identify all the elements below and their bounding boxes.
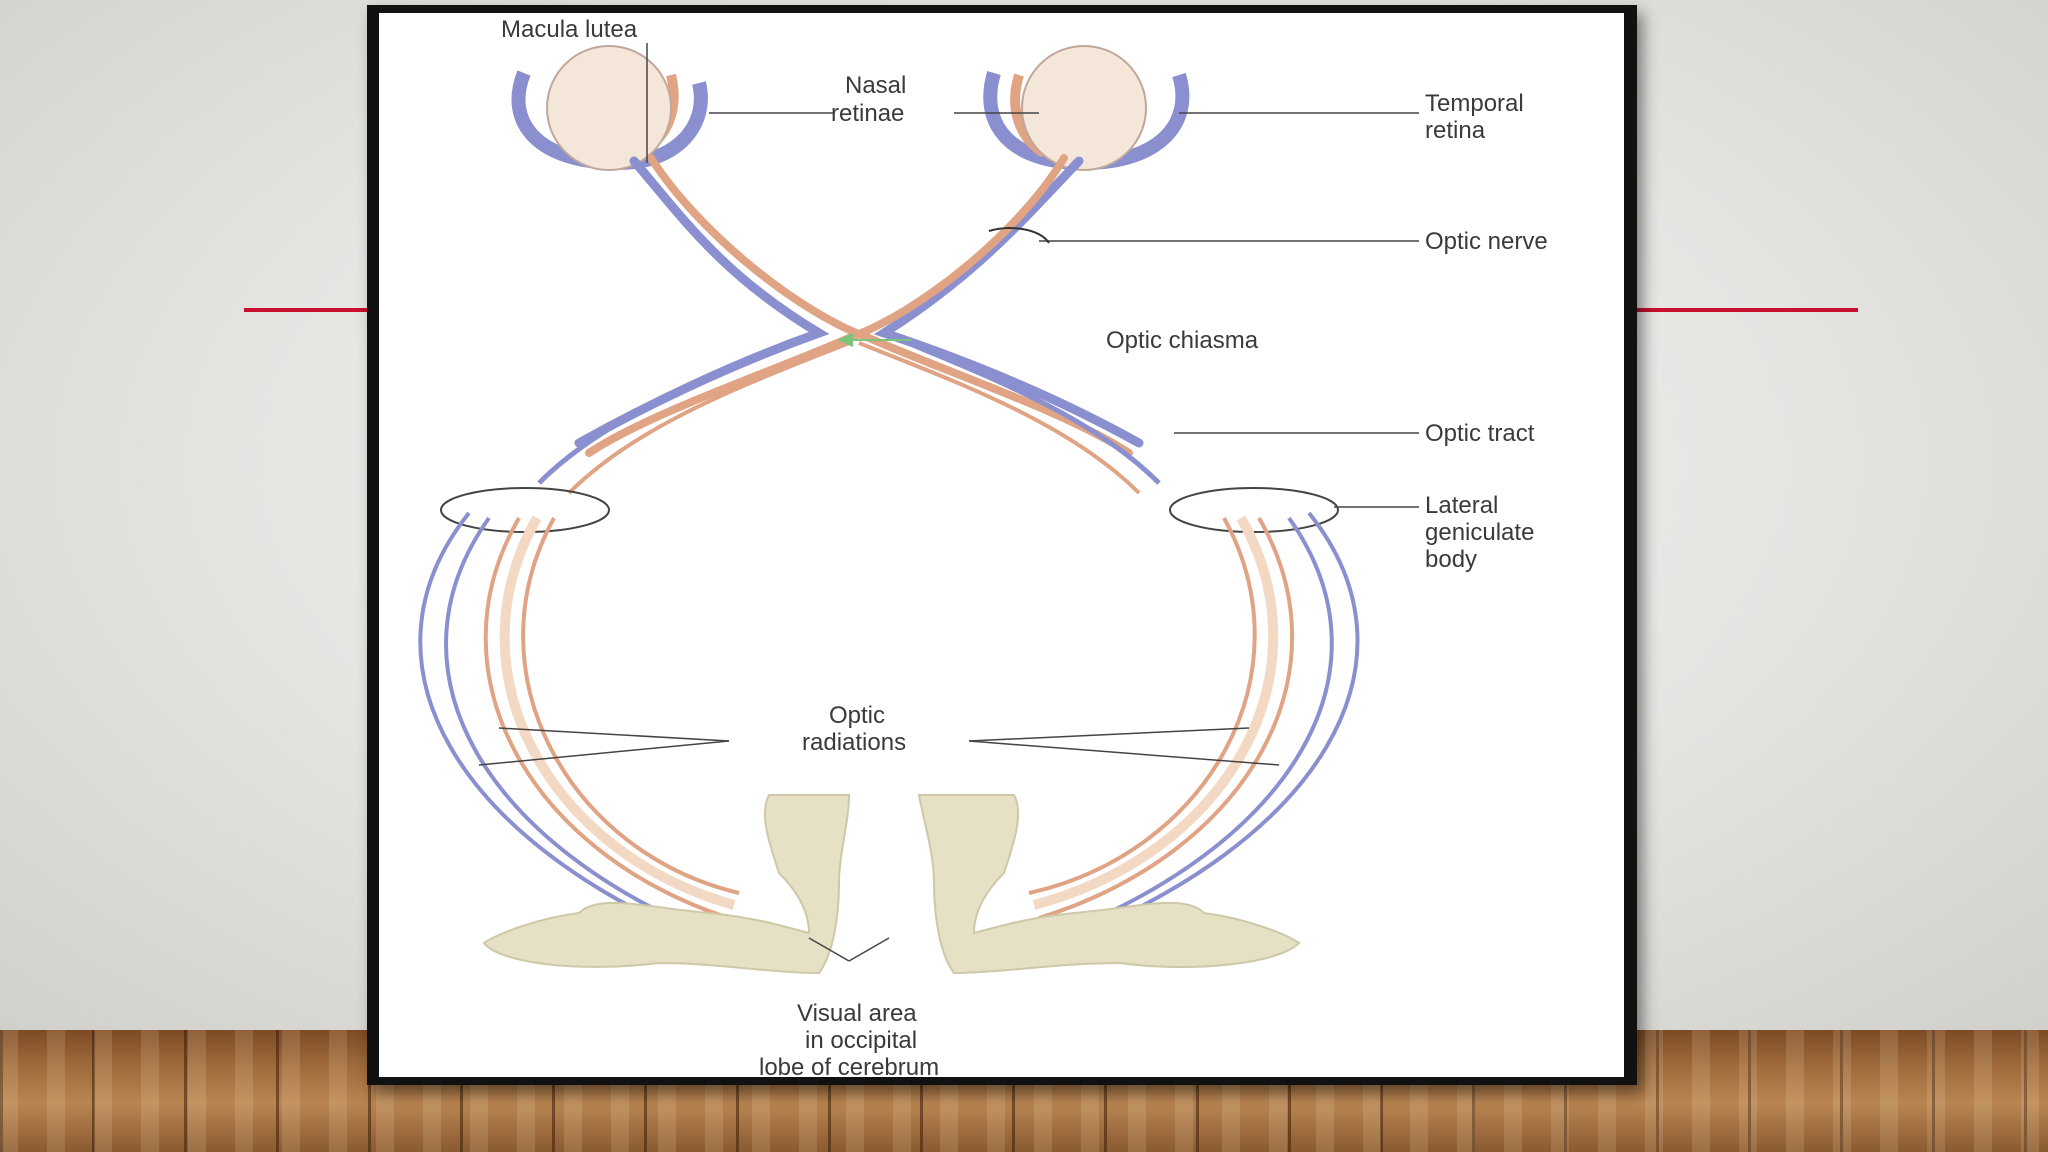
label-lgb-line3: body [1425, 546, 1477, 573]
label-radiations-line1: Optic [829, 702, 885, 729]
diagram-frame: Macula lutea Nasal retinae Temporal reti… [367, 5, 1637, 1085]
right-optic-tract [858, 330, 1161, 495]
optic-chiasma-arrow [837, 333, 911, 347]
visual-pathway-diagram: Macula lutea Nasal retinae Temporal reti… [418, 16, 1548, 1077]
label-macula-lutea: Macula lutea [501, 16, 638, 43]
label-lgb-line2: geniculate [1425, 519, 1534, 546]
right-eyeball [983, 45, 1190, 171]
label-visual-line1: Visual area [797, 1000, 917, 1027]
left-optic-tract [537, 330, 850, 495]
label-nasal-line2: retinae [831, 100, 904, 127]
label-optic-chiasma: Optic chiasma [1106, 327, 1259, 354]
label-optic-tract: Optic tract [1425, 420, 1535, 447]
label-optic-nerve: Optic nerve [1425, 228, 1548, 255]
diagram-panel: Macula lutea Nasal retinae Temporal reti… [379, 13, 1624, 1077]
optic-nerve-marker [988, 227, 1050, 244]
label-lgb-line1: Lateral [1425, 492, 1498, 519]
label-nasal-line1: Nasal [845, 72, 906, 99]
label-radiations-line2: radiations [802, 729, 906, 756]
label-temporal-line2: retina [1425, 117, 1486, 144]
left-lateral-geniculate-body [440, 487, 610, 533]
left-optic-radiations [418, 511, 740, 945]
accent-line-right [1634, 308, 1858, 312]
leader-lines [478, 43, 1419, 962]
label-temporal-line1: Temporal [1425, 90, 1524, 117]
label-visual-line2: in occipital [805, 1027, 917, 1054]
right-optic-radiations [1028, 511, 1360, 945]
left-eyeball [511, 45, 708, 171]
label-visual-line3: lobe of cerebrum [759, 1054, 939, 1077]
diagram-labels: Macula lutea Nasal retinae Temporal reti… [501, 16, 1548, 1077]
accent-line-left [244, 308, 370, 312]
right-lateral-geniculate-body [1169, 487, 1339, 533]
occipital-cortex [482, 794, 1301, 975]
